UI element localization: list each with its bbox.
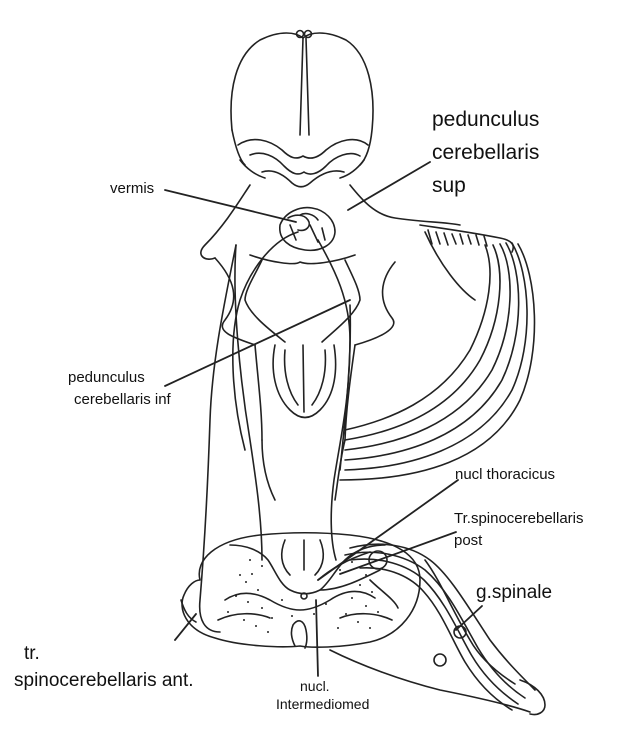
dorsal-tract-fibers: [339, 224, 536, 481]
label-tr-spinocerebellaris-post-2: post: [454, 532, 483, 549]
label-tr-spinocerebellaris-post-1: Tr.spinocerebellaris: [454, 510, 584, 527]
label-nucl-intermediomed-1: nucl.: [300, 678, 330, 694]
label-pedunculus-inf-1: pedunculus: [68, 369, 145, 386]
label-pedunculus-sup-2: cerebellaris: [432, 141, 540, 164]
label-vermis: vermis: [110, 180, 155, 197]
label-nucl-intermediomed-2: Intermediomed: [276, 696, 370, 712]
brainstem-outline: [200, 184, 461, 501]
cerebellum-outline: [230, 32, 374, 188]
label-pedunculus-sup-1: pedunculus: [432, 108, 540, 131]
grey-matter-stipple: [227, 559, 379, 633]
spinal-cord-section: [180, 531, 421, 649]
fourth-ventricle: [244, 206, 361, 343]
label-tr-spinocerebellaris-ant-1: tr.: [24, 643, 40, 664]
label-pedunculus-sup-3: sup: [432, 174, 466, 197]
leader-lines: [164, 161, 483, 677]
tract-lines: [198, 231, 352, 633]
label-g-spinale: g.spinale: [476, 582, 553, 603]
label-nucl-thoracicus: nucl thoracicus: [455, 466, 556, 483]
label-pedunculus-inf-2: cerebellaris inf: [74, 391, 171, 408]
label-tr-spinocerebellaris-ant-2: spinocerebellaris ant.: [14, 670, 194, 691]
